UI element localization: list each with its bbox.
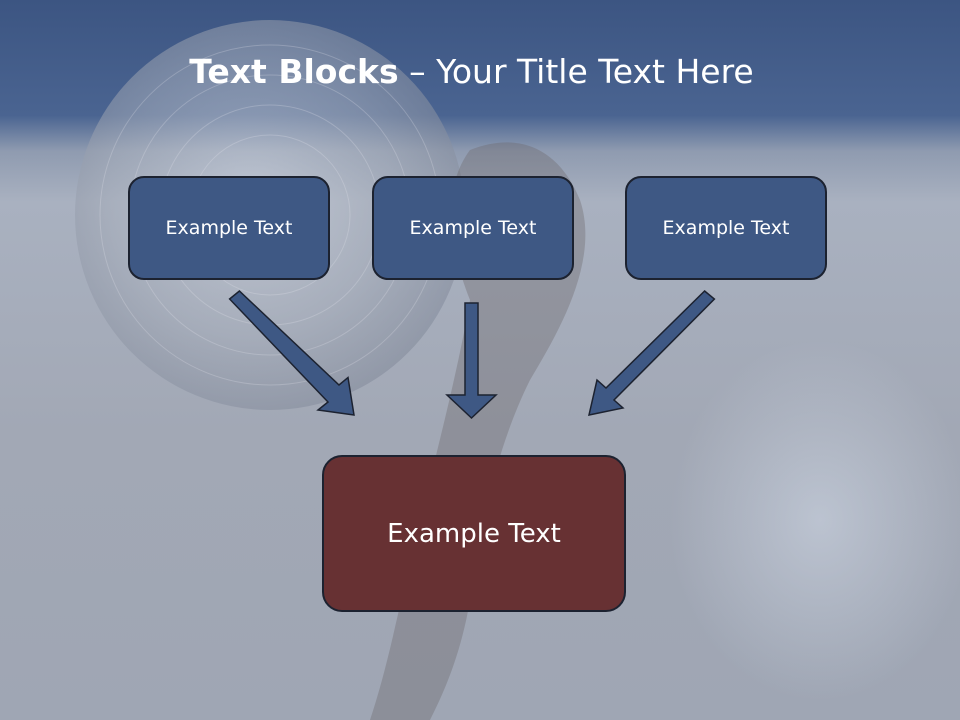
arrow-left xyxy=(228,290,355,416)
top-box-left: Example Text xyxy=(128,176,330,280)
slide-title: Text Blocks – Your Title Text Here xyxy=(0,52,943,91)
smoke-haze xyxy=(670,340,960,700)
top-box-right: Example Text xyxy=(625,176,827,280)
top-box-right-label: Example Text xyxy=(662,217,790,239)
arrow-right xyxy=(588,289,716,416)
top-box-center-label: Example Text xyxy=(409,217,537,239)
top-box-center: Example Text xyxy=(372,176,574,280)
top-box-left-label: Example Text xyxy=(165,217,293,239)
bottom-box: Example Text xyxy=(322,455,626,612)
bottom-box-label: Example Text xyxy=(387,518,561,549)
arrow-center xyxy=(445,302,498,420)
slide-title-bold: Text Blocks xyxy=(189,52,399,91)
slide-title-rest: – Your Title Text Here xyxy=(398,52,754,91)
